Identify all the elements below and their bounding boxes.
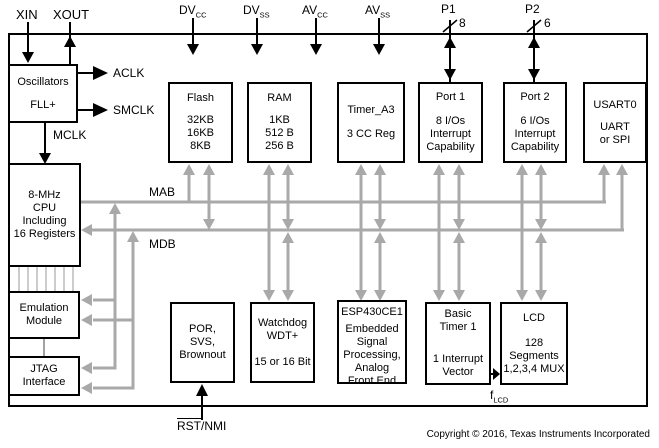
emulation-text: Emulation Module xyxy=(19,302,69,327)
block-ram: RAM 1KB 512 B 256 B xyxy=(247,82,312,163)
block-jtag-interface: JTAG Interface xyxy=(8,356,80,396)
clock-label-mclk: MCLK xyxy=(53,128,87,142)
pin-label-xin: XIN xyxy=(16,7,38,22)
cpu-text: 8-MHz CPU Including 16 Registers xyxy=(13,189,76,240)
por-text: POR, SVS, Brownout xyxy=(179,323,226,361)
block-emulation-module: Emulation Module xyxy=(8,291,80,339)
bus-timer-esp xyxy=(355,164,386,301)
esp430ce1-detail: Embedded Signal Processing, Analog Front… xyxy=(343,323,401,387)
block-cpu: 8-MHz CPU Including 16 Registers xyxy=(8,163,81,267)
avcc-arrow-icon xyxy=(310,18,322,55)
basic-timer1-detail: 1 Interrupt Vector xyxy=(432,353,484,378)
oscillators-fll-text: FLL+ xyxy=(30,98,56,111)
basic-timer1-title: Basic Timer 1 xyxy=(439,308,477,333)
flcd-arrow-icon xyxy=(491,368,500,380)
block-lcd: LCD 128 Segments 1,2,3,4 MUX xyxy=(500,302,568,385)
port1-detail: 8 I/Os Interrupt Capability xyxy=(426,115,475,153)
pin-label-avcc: AVCC xyxy=(302,3,328,20)
xout-arrow-icon xyxy=(64,22,76,64)
port2-detail: 6 I/Os Interrupt Capability xyxy=(510,115,560,153)
pin-label-avss: AVSS xyxy=(365,3,391,20)
block-watchdog: Watchdog WDT+ 15 or 16 Bit xyxy=(250,302,315,383)
timer-a3-title: Timer_A3 xyxy=(347,104,395,116)
block-esp430ce1: ESP430CE1 Embedded Signal Processing, An… xyxy=(337,300,407,387)
bus-port1-basictimer xyxy=(433,164,465,301)
block-port1: Port 1 8 I/Os Interrupt Capability xyxy=(418,82,483,163)
pin-p2-bus-width: 6 xyxy=(544,16,551,30)
bus-emulation-jtag xyxy=(81,203,139,394)
jtag-text: JTAG Interface xyxy=(22,363,66,388)
bus-usart0 xyxy=(598,164,628,231)
block-usart0: USART0 UART or SPI xyxy=(583,82,647,163)
watchdog-detail: 15 or 16 Bit xyxy=(254,355,311,368)
pin-p1-bus-width: 8 xyxy=(459,16,466,30)
usart0-title: USART0 xyxy=(593,98,637,111)
mclk-arrow-icon xyxy=(39,123,51,164)
esp430ce1-title: ESP430CE1 xyxy=(341,306,403,318)
block-timer-a3: Timer_A3 3 CC Reg xyxy=(337,82,405,163)
pin-label-p2: P2 xyxy=(525,2,540,16)
bus-ram-watchdog xyxy=(263,164,294,301)
bus-label-mdb: MDB xyxy=(149,237,176,251)
port1-title: Port 1 xyxy=(435,91,466,103)
port2-title: Port 2 xyxy=(520,91,550,103)
xin-arrow-icon xyxy=(22,22,34,63)
pin-label-xout: XOUT xyxy=(53,7,90,22)
oscillators-text: Oscillators xyxy=(17,75,69,88)
lcd-detail: 128 Segments 1,2,3,4 MUX xyxy=(503,336,565,375)
avss-arrow-icon xyxy=(373,18,385,55)
pin-label-dvcc: DVCC xyxy=(179,3,207,20)
ram-title: RAM xyxy=(267,92,292,104)
p1-bus-arrow-icon xyxy=(442,19,458,82)
bus-flash xyxy=(183,164,215,230)
ram-sizes: 1KB 512 B 256 B xyxy=(265,114,294,152)
smclk-arrow-icon xyxy=(78,103,108,117)
aclk-arrow-icon xyxy=(78,66,108,80)
dvss-arrow-icon xyxy=(251,18,263,55)
usart0-detail: UART or SPI xyxy=(599,120,631,146)
pin-label-rst-nmi: RST/NMI xyxy=(177,419,227,433)
block-flash: Flash 32KB 16KB 8KB xyxy=(168,82,233,163)
lcd-title: LCD xyxy=(522,311,545,324)
pin-label-dvss: DVSS xyxy=(243,3,270,20)
p2-bus-arrow-icon xyxy=(526,19,542,82)
clock-label-aclk: ACLK xyxy=(113,66,145,80)
flash-title: Flash xyxy=(187,92,214,104)
pin-label-p1: P1 xyxy=(441,2,456,16)
clock-label-smclk: SMCLK xyxy=(113,103,155,117)
flash-sizes: 32KB 16KB 8KB xyxy=(187,114,214,152)
rst-nmi-arrow-icon xyxy=(196,384,208,420)
cpu-emulation-comb-lines xyxy=(18,267,74,291)
block-basic-timer1: Basic Timer 1 1 Interrupt Vector xyxy=(425,302,491,385)
timer-a3-detail: 3 CC Reg xyxy=(346,128,396,140)
block-oscillators: Oscillators FLL+ xyxy=(8,64,78,123)
bus-port2-lcd xyxy=(516,164,547,301)
mdb-bus-rail xyxy=(81,224,624,236)
signal-label-flcd: fLCD xyxy=(490,388,509,405)
block-por-svs-brownout: POR, SVS, Brownout xyxy=(170,302,235,383)
block-port2: Port 2 6 I/Os Interrupt Capability xyxy=(503,82,567,163)
copyright-notice: Copyright © 2016, Texas Instruments Inco… xyxy=(426,429,650,440)
watchdog-title: Watchdog WDT+ xyxy=(257,316,308,342)
dvcc-arrow-icon xyxy=(187,18,199,55)
bus-label-mab: MAB xyxy=(149,185,176,199)
